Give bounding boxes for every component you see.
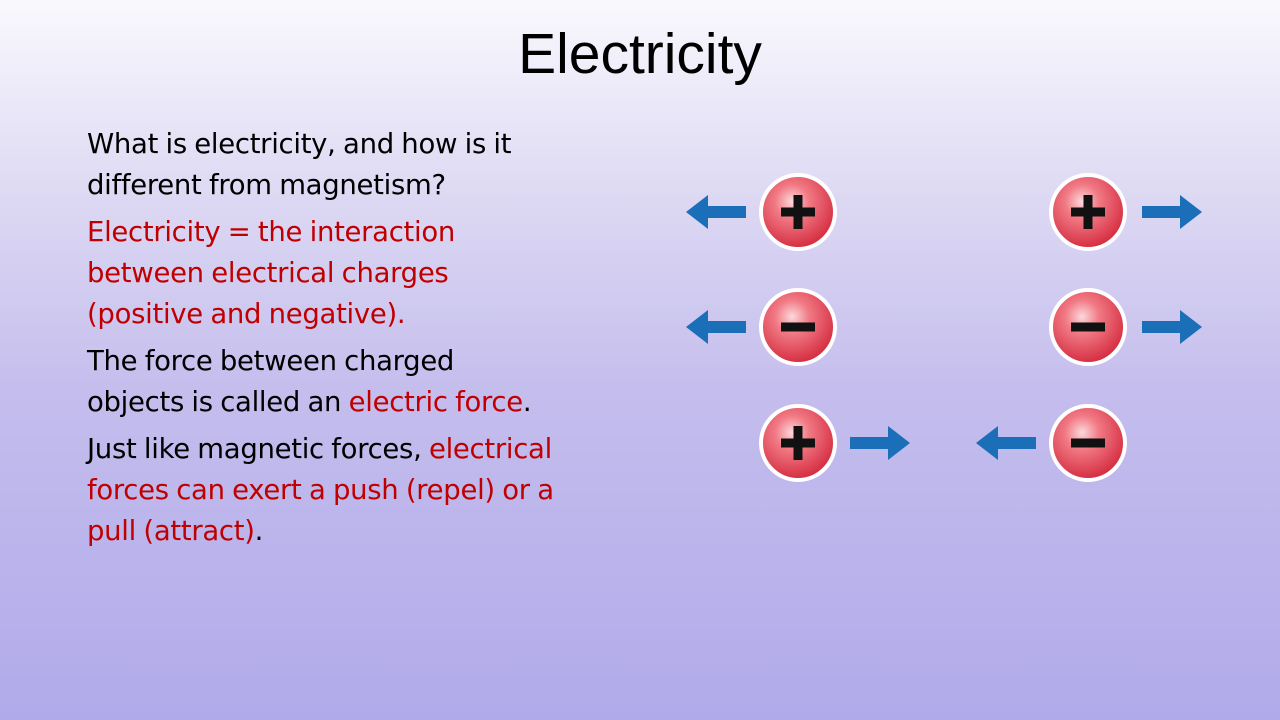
definition-line-1: Electricity = the interaction [87,216,456,248]
push-pull-line-3-suffix: . [254,515,264,547]
arrow-right-icon-row1 [1142,195,1202,229]
question-paragraph: What is electricity, and how is it diffe… [87,124,647,206]
definition-paragraph: Electricity = the interaction between el… [87,212,647,335]
force-line-2-prefix: objects is called an [87,386,349,418]
charge-positive-top-right [1049,173,1127,251]
charge-negative-mid-right [1049,288,1127,366]
arrow-left-icon-row3 [976,426,1036,460]
arrow-right-icon-row2 [1142,310,1202,344]
push-pull-line-2: forces can exert a push (repel) or a [87,474,554,506]
question-line-1: What is electricity, and how is it [87,128,512,160]
push-pull-paragraph: Just like magnetic forces, electrical fo… [87,429,647,552]
charge-positive-top-left [759,173,837,251]
definition-line-2: between electrical charges [87,257,449,289]
question-line-2: different from magnetism? [87,169,446,201]
arrow-right-icon-row3 [850,426,910,460]
charge-positive-bottom-left [759,404,837,482]
electrical-highlight: electrical [428,433,552,465]
push-pull-line-1-prefix: Just like magnetic forces, [87,433,429,465]
force-line-2-suffix: . [522,386,532,418]
body-text: What is electricity, and how is it diffe… [87,124,647,558]
arrow-left-icon-row2 [686,310,746,344]
definition-line-3: (positive and negative). [87,298,406,330]
arrow-left-icon-row1 [686,195,746,229]
charge-negative-mid-left [759,288,837,366]
slide-title: Electricity [518,22,762,86]
electric-force-highlight: electric force [348,386,524,418]
force-line-1: The force between charged [87,345,455,377]
charge-negative-bottom-right [1049,404,1127,482]
pull-attract-highlight: pull (attract) [87,515,255,547]
electric-force-paragraph: The force between charged objects is cal… [87,341,647,423]
